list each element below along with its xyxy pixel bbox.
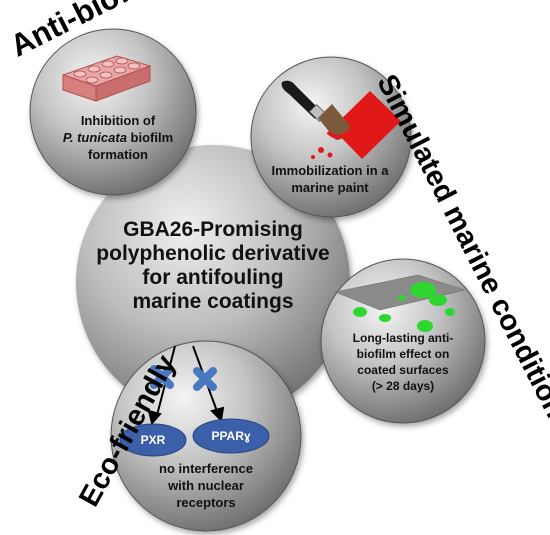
immobilization-line2: marine paint <box>291 180 369 195</box>
inhibition-suffix: biofilm <box>126 130 174 145</box>
inhibition-line3: formation <box>88 147 148 162</box>
long-lasting-line4: (> 28 days) <box>371 379 435 393</box>
well-plate-icon <box>61 55 152 102</box>
receptor-caption-line2: with nuclear <box>168 478 244 493</box>
central-title-line4: marine coatings <box>132 290 294 313</box>
inhibition-sphere <box>29 28 197 196</box>
receptor-caption-line1: no interference <box>159 461 253 476</box>
receptor-caption-line3: receptors <box>176 495 236 510</box>
central-sphere <box>76 145 350 419</box>
long-lasting-line3: coated surfaces <box>357 363 449 377</box>
central-title-line2: polyphenolic derivative <box>96 242 330 265</box>
long-lasting-text: Long-lasting anti- biofilm effect on coa… <box>336 330 470 394</box>
inhibition-line1: Inhibition of <box>80 113 156 128</box>
biofilm-surface-icon <box>334 274 466 332</box>
paintbrush-icon <box>281 80 401 159</box>
species-name: P. tunicata <box>62 130 127 145</box>
long-lasting-line1: Long-lasting anti- <box>352 331 454 345</box>
immobilization-line1: Immobilization in a <box>271 163 389 178</box>
ppar-label: PPARɣ <box>211 429 251 443</box>
pxr-receptor <box>119 423 187 457</box>
immobilization-text: Immobilization in a marine paint <box>265 162 395 196</box>
pxr-label: PXR <box>140 433 166 447</box>
ppar-receptor <box>192 418 270 454</box>
inhibition-line2: P. tunicata biofilm <box>48 129 188 146</box>
central-title-line1: GBA26-Promising <box>123 218 303 241</box>
cross-icon <box>150 365 217 391</box>
central-title: GBA26-Promising polyphenolic derivative … <box>78 218 348 314</box>
central-title-line3: for antifouling <box>142 266 284 289</box>
long-lasting-line2: biofilm effect on <box>356 347 450 361</box>
receptor-caption: no interference with nuclear receptors <box>136 460 276 511</box>
inhibition-text: Inhibition of P. tunicata biofilm format… <box>48 112 188 163</box>
